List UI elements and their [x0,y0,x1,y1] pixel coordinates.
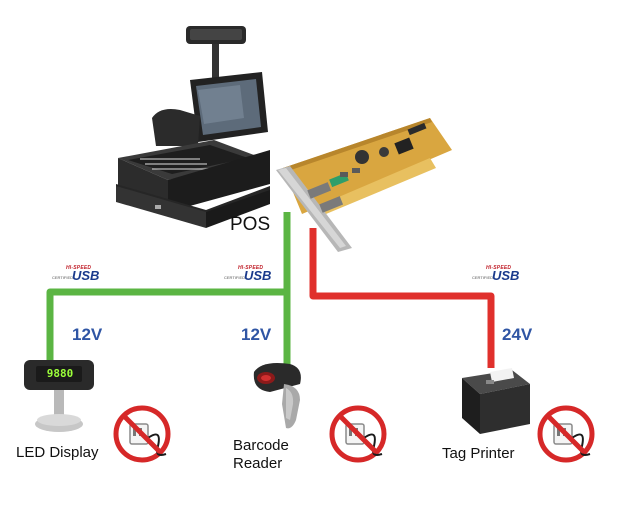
tag-printer-label: Tag Printer [442,445,515,462]
usb-logo-center: HI-SPEED CERTIFIED USB [224,265,272,283]
green-line-led [46,288,287,360]
usb-logo-left: HI-SPEED CERTIFIED USB [52,265,100,283]
voltage-printer: 24V [502,325,533,344]
red-line-printer [309,228,495,368]
voltage-barcode: 12V [241,325,272,344]
led-display-label: LED Display [16,444,99,461]
barcode-reader-label-line1: Barcode [233,437,289,454]
usb-logo-right: HI-SPEED CERTIFIED USB [472,265,520,283]
led-readout: 9880 [46,367,74,380]
voltage-led: 12V [72,325,103,344]
pos-label: POS [230,214,271,235]
barcode-reader-label-line2: Reader [233,455,283,472]
